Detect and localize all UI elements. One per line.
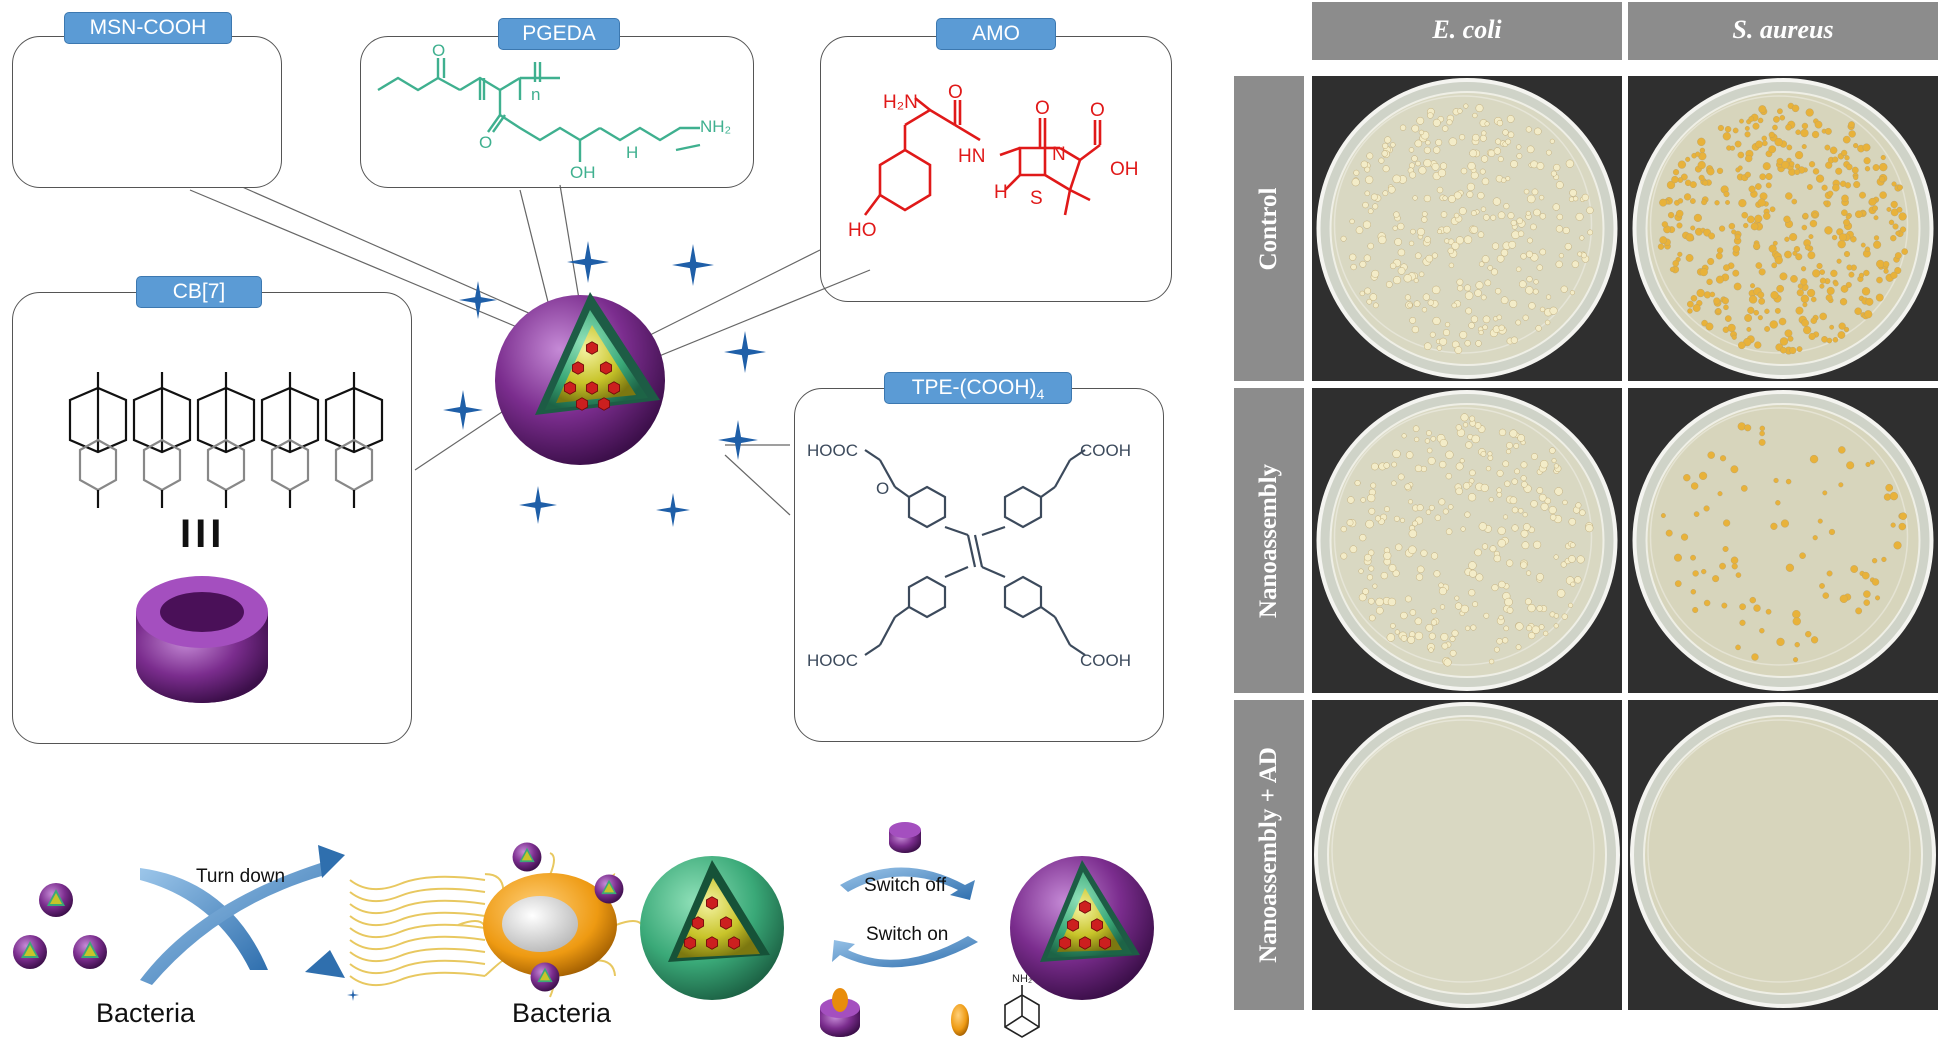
tpe-tag-sub: 4 xyxy=(1036,386,1045,403)
column-header-ecoli: E. coli xyxy=(1312,2,1622,60)
tpe-tag: TPE-(COOH)4 xyxy=(884,372,1072,404)
ad-nh2-label: NH₂ xyxy=(1012,973,1032,985)
purple-nanoparticle xyxy=(1010,856,1154,1000)
pgeda-n: n xyxy=(531,85,540,104)
green-nanoparticle xyxy=(640,856,784,1000)
tpe-cooh-top: COOH xyxy=(1080,441,1131,460)
amo-hn: HN xyxy=(958,146,985,167)
agar-plate xyxy=(1312,700,1622,1010)
tpe-hooc-bottom: HOOC xyxy=(807,651,858,670)
adamantanamine-structure xyxy=(1004,985,1040,1038)
pgeda-nh2: NH₂ xyxy=(700,117,731,136)
tpe-cooh-bottom: COOH xyxy=(1080,651,1131,670)
agar-plate xyxy=(1312,388,1622,693)
switch-on-label: Switch on xyxy=(866,924,949,945)
cb7-small-icon xyxy=(889,822,921,853)
bacteria-left-minis xyxy=(13,883,107,969)
turn-down-arrows xyxy=(140,845,345,985)
tpe-o: O xyxy=(876,479,889,498)
row-label-control: Control xyxy=(1234,76,1304,381)
amo-n: N xyxy=(1052,144,1066,165)
agar-plate xyxy=(1628,700,1938,1010)
tpe-callout xyxy=(794,388,1164,742)
switch-arrows xyxy=(832,867,978,968)
msn-tag: MSN-COOH xyxy=(64,12,232,44)
row-label-nanoassembly-ad: Nanoassembly + AD xyxy=(1234,700,1304,1010)
bacteria-right-label: Bacteria xyxy=(512,998,612,1028)
amo-o3: O xyxy=(1090,100,1105,121)
tpe-structure xyxy=(864,449,1086,656)
cb7-complex-icon xyxy=(820,988,860,1037)
pgeda-nh: H xyxy=(626,143,638,162)
amo-o2: O xyxy=(1035,98,1050,119)
agar-plate xyxy=(1628,388,1938,693)
amo-h: H xyxy=(994,182,1008,203)
tpe-hooc-top: HOOC xyxy=(807,441,858,460)
turn-down-label: Turn down xyxy=(196,866,286,887)
guest-pill-icon xyxy=(951,1004,969,1036)
agar-plate xyxy=(1312,76,1622,381)
amo-structure xyxy=(863,96,1102,216)
column-header-saureus: S. aureus xyxy=(1628,2,1938,60)
amo-tag: AMO xyxy=(936,18,1056,50)
amo-ho: HO xyxy=(848,220,877,241)
central-nanoparticle xyxy=(495,292,665,465)
amo-s: S xyxy=(1030,188,1043,209)
amo-oh: OH xyxy=(1110,159,1139,180)
pgeda-oh: OH xyxy=(570,163,596,182)
amo-h2n: H₂N xyxy=(883,92,918,113)
tpe-tag-main: TPE-(COOH) xyxy=(911,376,1037,399)
pgeda-tag: PGEDA xyxy=(498,18,620,50)
cb7-structure xyxy=(68,372,384,508)
switch-off-label: Switch off xyxy=(864,875,947,896)
bacterium-icon xyxy=(349,842,643,998)
amo-callout xyxy=(820,36,1172,302)
cb7-barrel-icon xyxy=(136,576,268,703)
bacteria-left-label: Bacteria xyxy=(96,998,196,1028)
pgeda-o2: O xyxy=(479,133,492,152)
amo-o1: O xyxy=(948,82,963,103)
pgeda-o1: O xyxy=(432,41,445,60)
agar-plate xyxy=(1628,76,1938,381)
msn-callout xyxy=(12,36,282,188)
cb7-tag: CB[7] xyxy=(136,276,262,308)
pgeda-structure xyxy=(377,58,701,162)
row-label-nanoassembly: Nanoassembly xyxy=(1234,388,1304,693)
cb7-equivalence-mark: III xyxy=(180,512,226,556)
pgeda-callout xyxy=(360,36,754,188)
